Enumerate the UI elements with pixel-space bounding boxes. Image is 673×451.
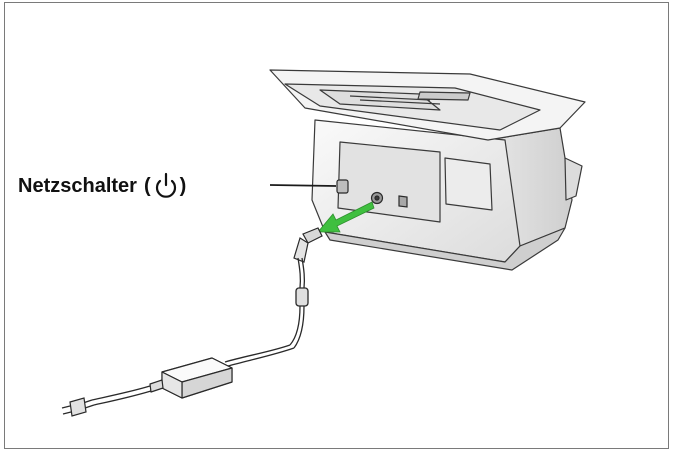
insertion-arrow <box>317 201 375 233</box>
power-switch-label: Netzschalter <box>18 175 137 197</box>
dc-plug <box>293 227 323 263</box>
wall-plug <box>61 397 87 417</box>
power-switch <box>336 179 349 194</box>
usb-port <box>398 195 408 208</box>
ac-cord <box>79 385 152 410</box>
power-switch-callout: Netzschalter ( ) <box>18 170 187 202</box>
open-paren: ( <box>143 175 151 197</box>
power-cable <box>224 257 309 367</box>
rear-ports <box>336 179 408 208</box>
scanner-body <box>269 69 586 271</box>
close-paren: ) <box>179 175 187 197</box>
ac-adapter <box>149 357 233 399</box>
callout-leader-line <box>269 184 337 187</box>
power-icon <box>155 172 176 198</box>
